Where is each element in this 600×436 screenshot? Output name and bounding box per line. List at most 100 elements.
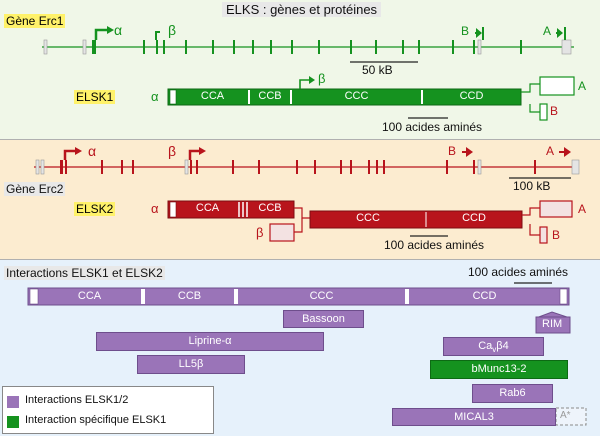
erc1-exon [318,40,320,54]
interactor-bassoon: Bassoon [283,310,364,328]
interactor-mical3-a-star: A* [560,410,571,421]
erc2-exon [121,160,123,174]
erc1-exon [82,39,87,55]
erc1-exon [561,39,572,55]
elsk2-beta-box [269,223,295,242]
erc1-exon [143,40,145,54]
erc1-promoter-alpha-arrow [94,28,108,40]
elsk1-alpha-start [169,89,177,105]
erc1-exon [418,40,420,54]
erc1-exon [473,40,475,54]
elsk2-core-bar [309,210,523,229]
elsk-domain-gap [141,289,145,304]
elsk-domain-ccd: CCD [472,290,497,302]
erc1-scale-label: 50 kB [362,63,393,77]
erc2-exon [296,160,298,174]
erc2-exon [258,160,260,174]
elsk1-protein-bar [167,88,522,106]
figure-title: ELKS : gènes et protéines [222,2,382,17]
erc1-exon [212,40,214,54]
erc1-exon-b-label: B [461,24,470,38]
erc2-exon [383,160,385,174]
erc1-promoter-beta-label: β [168,22,177,38]
erc2-promoter-alpha-arrow [63,149,76,160]
elsk-domain-gap [405,289,409,304]
erc2-exon [101,160,103,174]
legend-label-elsk1: Interaction spécifique ELSK1 [25,414,167,426]
interactor-liprine-alpha: Liprine-α [96,332,324,351]
elsk2-alpha-link [294,207,310,219]
interactions-scale-label: 100 acides aminés [468,265,569,279]
erc2-promoter-beta-label: β [168,143,177,159]
erc2-promoter-beta-arrowhead [199,147,206,155]
erc2-gene-diagram [34,147,580,244]
elsk2-domain-ccb: CCB [258,202,282,214]
erc1-exon [185,40,187,54]
erc1-exon [452,40,454,54]
elsk2-domain-ccd: CCD [462,212,486,224]
elsk-domain-ccc: CCC [309,290,334,302]
elsk2-alpha-bar [167,200,295,219]
elsk2-alpha-start [169,201,177,218]
erc1-exon [252,40,254,54]
elsk2-variant-b-link [529,224,540,236]
elsk-protein-end [559,288,568,305]
mical3-a-star-box [555,407,587,426]
elsk1-protein-label: ELSK1 [74,90,116,104]
elsk-protein-bar [27,287,570,306]
elsk1-domain-ccd: CCD [459,90,484,102]
erc1-exon [291,40,293,54]
erc2-exon [35,159,40,175]
elsk2-alpha-label: α [151,201,159,216]
gene-label-erc2: Gène Erc2 [4,182,66,196]
elsk2-variant-a-box [539,200,573,218]
elsk2-beta-link [294,218,303,233]
erc2-exon [446,160,448,174]
erc1-exon [375,40,377,54]
elsk1-variant-a-label: A [578,79,587,93]
erc1-exon [477,39,482,55]
gene-label-erc1: Gène Erc1 [4,14,66,28]
erc2-exon [190,160,192,174]
elsk1-beta-arrowhead [309,76,315,84]
elsk2-variant-b-box [539,226,548,244]
elsk1-variant-a-box [539,76,575,96]
cavbeta4-subscript: v [492,345,497,355]
elsk2-protein-scale-label: 100 acides aminés [384,238,485,252]
elsk1-variant-b-label: B [550,104,559,118]
erc2-exon [340,160,342,174]
erc1-exon [163,40,165,54]
cavbeta4-suffix: β4 [496,340,509,352]
elsk-domain-gap [234,289,238,304]
erc2-exon [40,159,45,175]
elsk2-domain-cca: CCA [195,202,220,214]
erc2-exon [314,160,316,174]
legend-label-shared: Interactions ELSK1/2 [25,394,129,406]
erc1-exon-a-label: A [543,24,552,38]
erc2-scale-label: 100 kB [513,179,551,193]
elsk1-beta-label: β [318,71,326,86]
legend: Interactions ELSK1/2 Interaction spécifi… [2,386,214,434]
erc1-exon [520,40,522,54]
panel-erc1: Gène Erc1 ELKS : gènes et protéines [0,0,600,140]
erc1-exon [402,40,404,54]
erc2-exon-a-label: A [546,144,555,158]
interactions-diagram [27,282,587,426]
elsk1-variant-b-link [529,104,540,113]
elsk-protein-start [29,288,39,305]
interactor-bmunc13-2: bMunc13-2 [430,360,568,379]
interactor-ll5beta: LL5β [137,355,245,374]
erc2-exon [368,160,370,174]
erc2-exon [132,160,134,174]
erc2-exon [232,160,234,174]
elsk1-protein-scale-label: 100 acides aminés [382,120,483,134]
erc2-exon-a-arrowhead [564,147,571,157]
erc1-promoter-alpha-label: α [114,22,123,38]
erc2-exon [196,160,198,174]
erc2-exon-b-label: B [448,144,457,158]
erc2-exon [350,160,352,174]
elsk1-variant-b-box [539,103,548,121]
erc1-exon [270,40,272,54]
erc1-exon [233,40,235,54]
